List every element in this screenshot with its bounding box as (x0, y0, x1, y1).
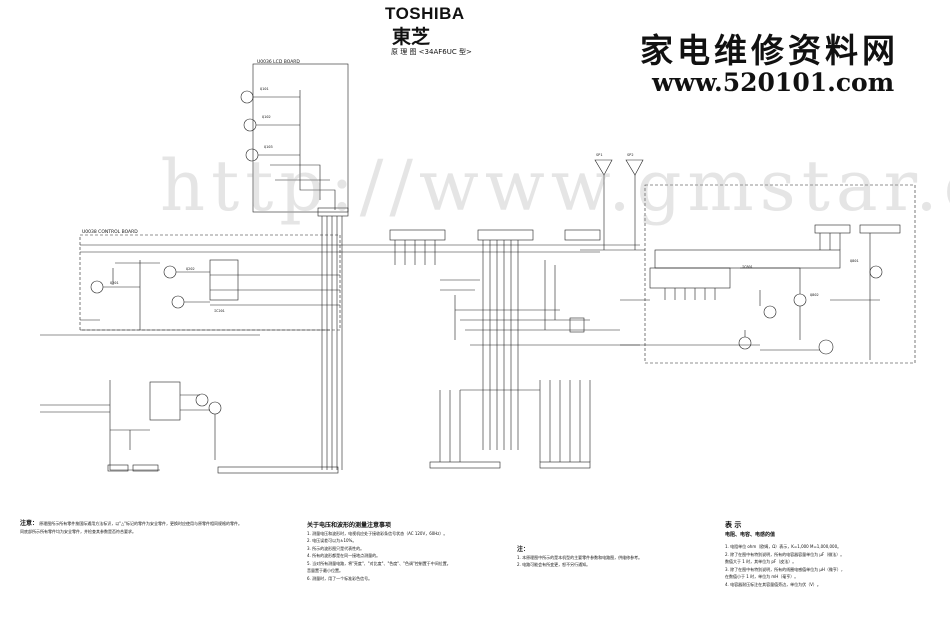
lamp-1 (240, 90, 254, 104)
control-board-label: U0038 CONTROL BOARD (82, 230, 138, 235)
toshiba-chinese-logo: 東芝 (392, 26, 431, 48)
notation-line-6: 4. 电容器耐压标注在其容量值旁边，单位为伏（V）。 (725, 581, 821, 587)
svg-text:Q802: Q802 (810, 293, 819, 297)
general-note-1: 1. 本原理图中所示的是本机型的主要零件参数和电路图，供维修参考。 (517, 554, 643, 560)
svg-text:IC201: IC201 (214, 309, 225, 313)
svg-text:SP2: SP2 (627, 153, 634, 157)
component-labels: Q101 Q102 Q103 Q201 Q202 IC201 Q801 Q802… (110, 87, 859, 313)
measurement-note-2: 2. 电压误差可以为±10%。 (307, 538, 357, 543)
notation-line-2: 2. 除了在图中有特别说明，所有的电容器容量单位为 μF（微法）。 (725, 551, 845, 557)
measurement-note-4: 4. 所有的波形都是在同一接地点测量的。 (307, 553, 381, 558)
toshiba-logo: TOSHIBA (385, 4, 465, 23)
measurement-note-5: 5. 当对所有测量电路，将"亮度"、"对比度"、"色度"、"色调"控制置于中间位… (307, 560, 451, 566)
svg-text:Q202: Q202 (186, 267, 195, 271)
url-watermark-overlay: http://www.gmstar.com (160, 145, 950, 227)
measurement-note-3: 3. 所示的波形图只是代表性的。 (307, 545, 365, 551)
general-notes: 注： 1. 本原理图中所示的是本机型的主要零件参数和电路图，供维修参考。 2. … (517, 546, 707, 569)
general-note-2: 2. 电路可能会有所变更，恕不另行通知。 (517, 562, 591, 567)
safety-note: 注意： 原理图所示所有零件按国际通用方法标识，以"△"标记的零件为安全零件，更换… (20, 520, 300, 535)
svg-text:Q201: Q201 (110, 281, 119, 285)
measurement-notes: 关于电压和波形的测量注意事项 1. 测量电压和波形时，电视机应处于接收彩条信号状… (307, 522, 502, 582)
site-url-watermark: www.520101.com (652, 68, 895, 97)
notation-line-4: 3. 除了在图中有特别说明，所有的线圈电感值单位为 μH（微亨）， (725, 566, 845, 572)
svg-text:Q101: Q101 (260, 87, 269, 91)
measurement-note-7: 6. 测量时，用了一个标准彩色信号。 (307, 575, 373, 581)
notation-line-5: 在数值小于 1 时，单位为 mH（毫亨）。 (725, 574, 799, 579)
site-name-watermark: 家电维修资料网 (640, 31, 899, 70)
svg-text:Q102: Q102 (262, 115, 271, 119)
svg-text:IC801: IC801 (742, 265, 753, 269)
svg-text:SP1: SP1 (596, 153, 603, 157)
measurement-notes-title: 关于电压和波形的测量注意事项 (307, 522, 392, 529)
lcd-board-frame (252, 63, 349, 213)
right-circuit-frame (644, 184, 916, 364)
schematic-title: 原 理 图 <34AF6UC 型> (391, 48, 472, 56)
lcd-board-label: U0036 LCD BOARD (257, 60, 300, 65)
safety-note-label: 注意： (20, 520, 39, 527)
measurement-note-1: 1. 测量电压和波形时，电视机应处于接收彩条信号状态（AC 120V，60Hz）… (307, 530, 448, 536)
notation-line-3: 数值大于 1 时，其单位为 pF（皮法）。 (725, 559, 797, 564)
svg-text:Q801: Q801 (850, 259, 859, 263)
general-notes-title: 注： (517, 546, 530, 553)
svg-text:Q103: Q103 (264, 145, 273, 149)
notation-title: 表 示 (725, 521, 742, 529)
measurement-note-6: 音量置于最小位置。 (307, 568, 343, 573)
safety-note-line-2: 同底部所示所有零件均为安全零件，并检查其参数是否符合要求。 (20, 528, 136, 534)
notation-notes: 表 示 电阻、电容、电感的值 1. 电阻单位 ohm（欧姆，Ω）表示，K=1,0… (725, 521, 930, 588)
notation-subtitle: 电阻、电容、电感的值 (725, 531, 776, 538)
notation-line-1: 1. 电阻单位 ohm（欧姆，Ω）表示，K=1,000 M=1,000,000。 (725, 544, 842, 549)
safety-note-line-1: 原理图所示所有零件按国际通用方法标识，以"△"标记的零件为安全零件，更换时应使用… (39, 521, 243, 526)
lamp-2 (243, 118, 257, 132)
